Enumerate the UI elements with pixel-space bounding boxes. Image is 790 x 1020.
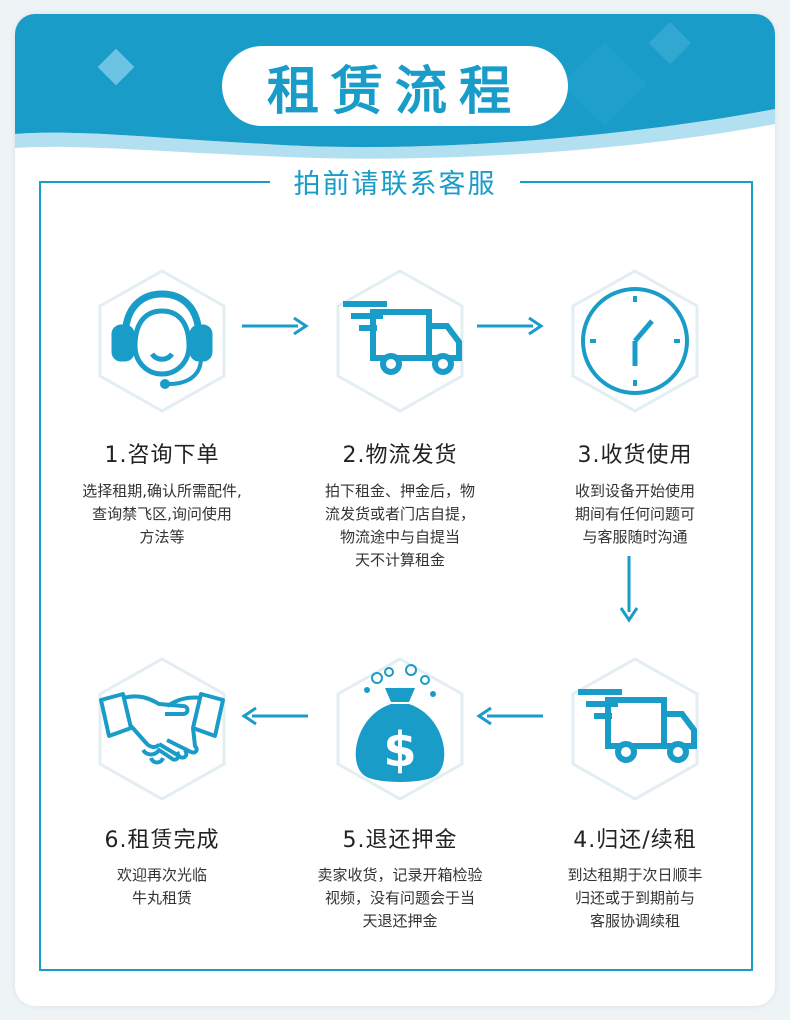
step-4-hexagon xyxy=(571,657,699,801)
step-3-desc: 收到设备开始使用 期间有任何问题可 与客服随时沟通 xyxy=(535,480,735,549)
step-5-hexagon: $ xyxy=(336,657,464,801)
step-3-desc-line: 期间有任何问题可 xyxy=(574,505,695,523)
step-1-hexagon xyxy=(98,269,226,413)
step-4-desc: 到达租期于次日顺丰 归还或于到期前与 客服协调续租 xyxy=(535,864,735,933)
step-6-desc: 欢迎再次光临 牛丸租赁 xyxy=(62,864,262,910)
step-1-desc-line: 方法等 xyxy=(139,528,185,546)
customer-service-icon xyxy=(111,290,213,389)
arrow-right-1 xyxy=(242,316,309,336)
step-2-desc-line: 物流途中与自提当 xyxy=(339,528,460,546)
step-1-desc: 选择租期,确认所需配件, 查询禁飞区,询问使用 方法等 xyxy=(62,480,262,549)
step-5-desc-line: 卖家收货，记录开箱检验 xyxy=(317,866,483,884)
step-6-desc-line: 欢迎再次光临 xyxy=(116,866,207,884)
step-5-desc-line: 天退还押金 xyxy=(362,912,438,930)
step-3-hexagon xyxy=(571,269,699,413)
rental-process-card: 租赁流程 拍前请联系客服 xyxy=(15,14,775,1006)
clock-icon xyxy=(581,287,689,395)
page-title: 租赁流程 xyxy=(222,46,568,126)
step-2-desc: 拍下租金、押金后，物 流发货或者门店自提， 物流途中与自提当 天不计算租金 xyxy=(300,480,500,572)
return-truck-icon xyxy=(578,689,697,763)
step-6-desc-line: 牛丸租赁 xyxy=(131,889,192,907)
delivery-truck-icon xyxy=(343,301,462,375)
step-2-desc-line: 拍下租金、押金后，物 xyxy=(324,482,475,500)
step-1-desc-line: 选择租期,确认所需配件, xyxy=(82,482,242,500)
step-5-desc: 卖家收货，记录开箱检验 视频，没有问题会于当 天退还押金 xyxy=(290,864,510,933)
step-1-title: 1.咨询下单 xyxy=(104,443,220,468)
step-2-hexagon xyxy=(336,269,464,413)
arrow-down xyxy=(619,556,639,623)
step-6-hexagon xyxy=(98,657,226,801)
svg-text:$: $ xyxy=(383,722,416,778)
step-2-title: 2.物流发货 xyxy=(342,443,458,468)
step-6-title: 6.租赁完成 xyxy=(104,828,220,853)
arrow-right-2 xyxy=(477,316,544,336)
step-5-title: 5.退还押金 xyxy=(342,828,458,853)
step-4-desc-line: 到达租期于次日顺丰 xyxy=(567,866,703,884)
step-1-desc-line: 查询禁飞区,询问使用 xyxy=(92,505,232,523)
step-4-title: 4.归还/续租 xyxy=(573,828,697,853)
step-3-desc-line: 与客服随时沟通 xyxy=(582,528,688,546)
handshake-icon xyxy=(99,692,225,765)
step-2-desc-line: 流发货或者门店自提， xyxy=(324,505,475,523)
step-3-title: 3.收货使用 xyxy=(577,443,693,468)
step-2-desc-line: 天不计算租金 xyxy=(354,551,445,569)
money-bag-icon: $ xyxy=(355,664,445,782)
subtitle: 拍前请联系客服 xyxy=(270,164,520,200)
arrow-left-2 xyxy=(241,706,308,726)
step-5-desc-line: 视频，没有问题会于当 xyxy=(324,889,475,907)
step-3-desc-line: 收到设备开始使用 xyxy=(574,482,695,500)
step-4-desc-line: 客服协调续租 xyxy=(589,912,680,930)
arrow-left-1 xyxy=(476,706,543,726)
step-4-desc-line: 归还或于到期前与 xyxy=(574,889,695,907)
